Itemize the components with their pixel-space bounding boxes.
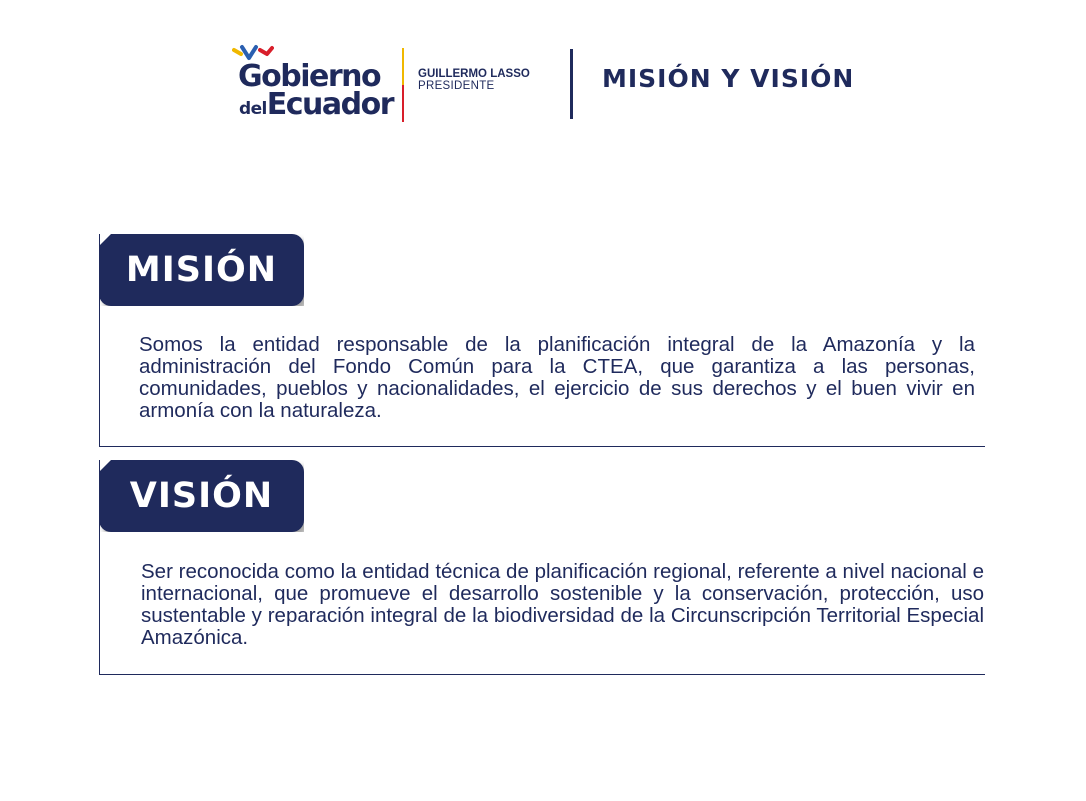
mision-text: Somos la entidad responsable de la plani… — [139, 333, 975, 422]
vision-section: VISIÓN Ser reconocida como la entidad té… — [99, 460, 985, 675]
president-name: GUILLERMO LASSO — [418, 68, 530, 80]
logo-word-gobierno: Gobierno — [238, 59, 382, 94]
logo-line-del-ecuador: delEcuador — [239, 87, 395, 127]
vision-text: Ser reconocida como la entidad técnica d… — [141, 560, 984, 649]
page-title: MISIÓN Y VISIÓN — [602, 64, 855, 93]
logo-word-ecuador: Ecuador — [266, 87, 395, 122]
president-block: GUILLERMO LASSO PRESIDENTE — [418, 68, 530, 92]
logo-word-del: del — [239, 99, 267, 119]
logo-divider — [402, 48, 404, 122]
title-divider — [570, 49, 573, 119]
mision-section: MISIÓN Somos la entidad responsable de l… — [99, 234, 985, 447]
flag-chevron-icon — [232, 45, 274, 60]
president-role: PRESIDENTE — [418, 80, 495, 92]
mision-heading-tab: MISIÓN — [99, 234, 304, 306]
gobierno-del-ecuador-logo: Gobierno delEcuador — [232, 44, 397, 124]
page-header: Gobierno delEcuador GUILLERMO LASSO PRES… — [232, 44, 872, 124]
vision-heading-tab: VISIÓN — [99, 460, 304, 532]
